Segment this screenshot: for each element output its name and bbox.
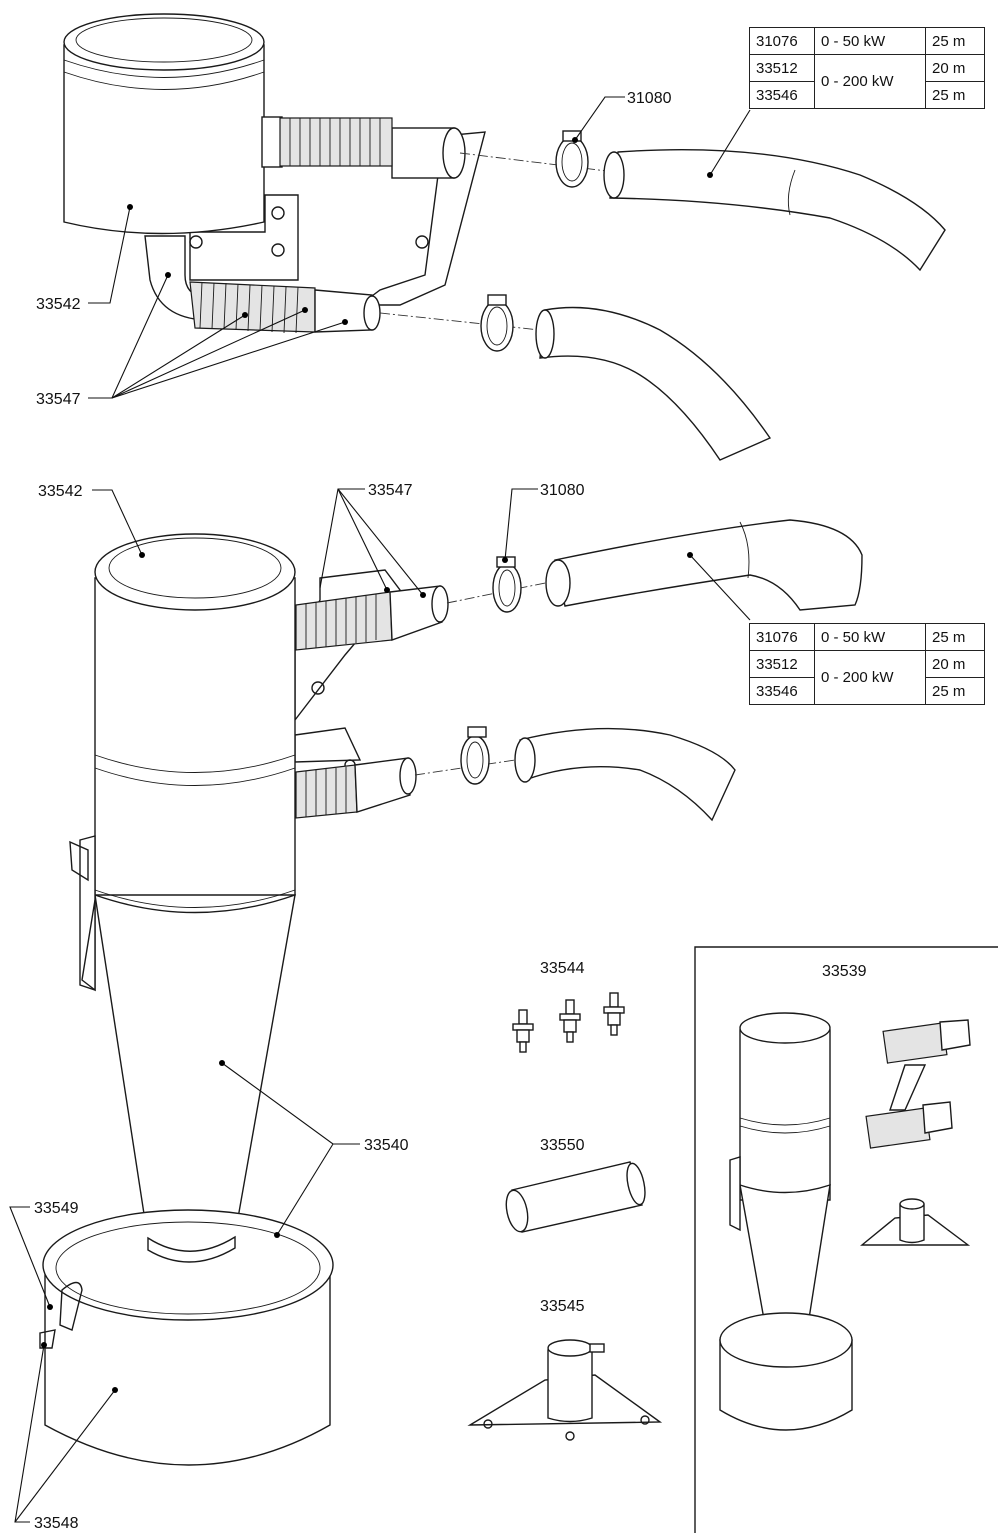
spare-pins (512, 992, 625, 1053)
hose-spec-table-top: 31076 0 - 50 kW 25 m 33512 0 - 200 kW 20… (749, 27, 985, 109)
kit-frame (694, 946, 998, 1533)
table-row: 33546 25 m (749, 81, 985, 109)
callout-33544: 33544 (540, 960, 585, 977)
top-upper-flex-hose (279, 117, 393, 167)
cyclone-bin (44, 1274, 331, 1466)
top-wingnut-2 (271, 243, 285, 257)
top-suction-hose-lower (539, 306, 772, 461)
top-lower-clamp (480, 294, 514, 352)
hose-spec-table-main: 31076 0 - 50 kW 25 m 33512 0 - 200 kW 20… (749, 623, 985, 705)
top-upper-stub (261, 116, 283, 168)
top-bracket-plate (189, 194, 299, 281)
top-filter-body (63, 44, 265, 235)
table-row: 33546 25 m (749, 677, 985, 705)
callout-33539: 33539 (822, 963, 867, 980)
callout-33545: 33545 (540, 1298, 585, 1315)
top-upper-clamp (555, 130, 589, 188)
top-wingnut-4 (415, 235, 429, 249)
cyclone-filter-lid (94, 533, 296, 611)
table-cell-length: 25 m (925, 81, 985, 109)
table-cell-part: 31076 (749, 27, 815, 55)
callout-33548: 33548 (34, 1515, 79, 1532)
callout-33550: 33550 (540, 1137, 585, 1154)
kit-hoses (865, 1019, 971, 1149)
callout-33540: 33540 (364, 1137, 409, 1154)
top-suction-hose-upper (609, 148, 946, 272)
mid-lower-clamp (460, 726, 490, 785)
top-filter-lid (63, 13, 265, 71)
mid-suction-hose-upper (554, 519, 863, 611)
spare-base (467, 1339, 663, 1441)
cyclone-cone (94, 893, 296, 1252)
cyclone-upper-body (94, 577, 296, 896)
callout-33547-mid: 33547 (368, 482, 413, 499)
table-cell-power: 0 - 200 kW (814, 650, 926, 705)
table-cell-length: 25 m (925, 27, 985, 55)
table-row: 31076 0 - 50 kW 25 m (749, 623, 985, 651)
mid-lower-flex-hose (295, 764, 358, 819)
table-cell-part: 33512 (749, 650, 815, 678)
kit-cyclone (719, 1012, 853, 1431)
callout-33549: 33549 (34, 1200, 79, 1217)
top-wingnut-3 (189, 235, 203, 249)
table-cell-power: 0 - 50 kW (814, 623, 926, 651)
table-cell-length: 25 m (925, 623, 985, 651)
mid-suction-hose-lower (519, 727, 736, 822)
mid-upper-flex-hose (295, 591, 393, 651)
table-cell-part: 33512 (749, 54, 815, 82)
table-cell-power: 0 - 50 kW (814, 27, 926, 55)
top-lower-flex-hose (189, 281, 316, 334)
callout-31080-top: 31080 (627, 90, 672, 107)
mid-upper-clamp (492, 556, 522, 613)
table-row: 33512 0 - 200 kW 20 m (749, 650, 985, 705)
top-wingnut-1 (271, 206, 285, 220)
table-cell-length: 20 m (925, 650, 985, 678)
callout-33542-mid: 33542 (38, 483, 83, 500)
kit-base (860, 1198, 971, 1246)
leader-lines (9, 96, 751, 1523)
table-cell-length: 20 m (925, 54, 985, 82)
callout-33547-top: 33547 (36, 391, 81, 408)
table-cell-part: 33546 (749, 81, 815, 109)
table-cell-length: 25 m (925, 677, 985, 705)
table-row: 33512 0 - 200 kW 20 m (749, 54, 985, 109)
main-assembly (39, 519, 863, 1466)
top-assembly (63, 13, 946, 461)
cyclone-bin-lid (42, 1209, 334, 1321)
table-cell-part: 33546 (749, 677, 815, 705)
table-cell-power: 0 - 200 kW (814, 54, 926, 109)
table-cell-part: 31076 (749, 623, 815, 651)
bin-latch (59, 1281, 83, 1331)
callout-33542-top: 33542 (36, 296, 81, 313)
table-row: 31076 0 - 50 kW 25 m (749, 27, 985, 55)
spare-pipe (505, 1161, 646, 1233)
callout-31080-mid: 31080 (540, 482, 585, 499)
